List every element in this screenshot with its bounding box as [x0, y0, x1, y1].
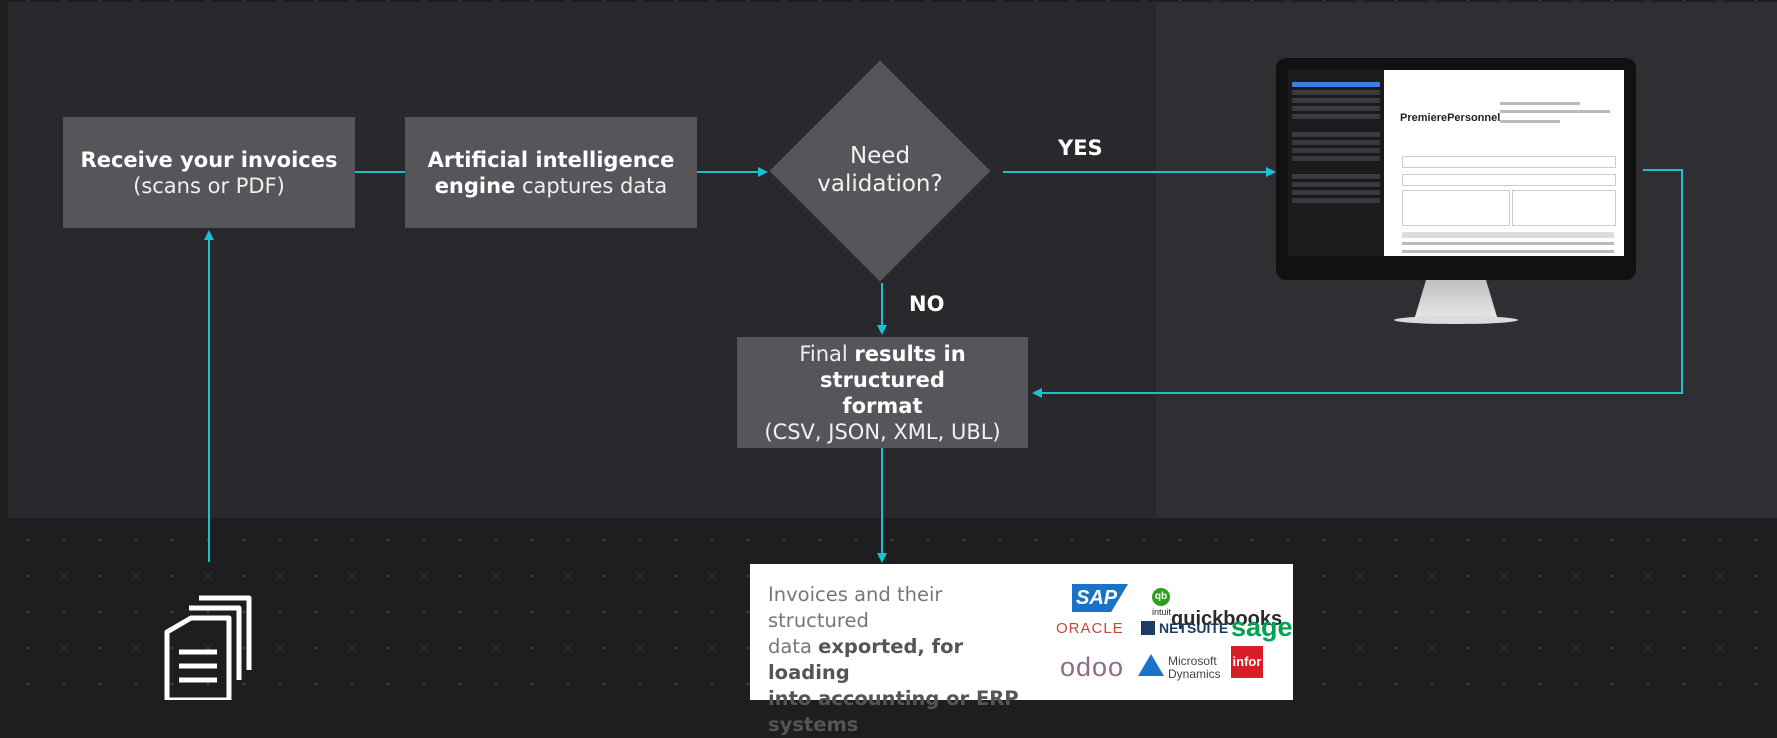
documents-icon — [164, 595, 252, 700]
results-bold1: results in structured — [820, 341, 966, 392]
decision-line1: Need — [849, 143, 911, 169]
receive-invoices-box: Receive your invoices (scans or PDF) — [63, 117, 355, 228]
export-description: Invoices and their structured data expor… — [768, 582, 1040, 738]
no-label: NO — [909, 292, 945, 316]
odoo-logo: odoo — [1060, 652, 1125, 682]
netsuite-word: NETSUITE — [1159, 620, 1229, 636]
company-logo: PremierePersonnel — [1400, 112, 1501, 124]
decision-line2: validation? — [817, 171, 943, 197]
app-sidebar — [1288, 70, 1384, 256]
ai-title: Artificial intelligence — [427, 147, 675, 172]
quickbooks-intuit: intuit — [1152, 607, 1172, 617]
results-prefix: Final — [799, 341, 855, 366]
decision-text: Need validation? — [780, 142, 980, 198]
export-line2-bold: exported, for loading — [768, 635, 964, 684]
invoice-document — [1392, 76, 1618, 253]
msdyn-line2: Dynamics — [1168, 667, 1221, 681]
msdyn-line1: Microsoft — [1168, 654, 1217, 668]
results-bold2: format — [842, 393, 923, 418]
sage-logo: sage — [1231, 612, 1293, 642]
export-line1: Invoices and their structured — [768, 583, 943, 632]
sap-logo: SAP — [1072, 584, 1128, 612]
export-line3-bold: into accounting or ERP — [768, 687, 1019, 710]
netsuite-logo: NETSUITE — [1141, 620, 1228, 636]
quickbooks-icon: qb — [1152, 588, 1170, 606]
quickbooks-word: quickbooks — [1171, 608, 1283, 630]
quickbooks-logo: qbintuitquickbooks — [1152, 584, 1293, 631]
monitor-stand — [1414, 280, 1498, 320]
structured-results-box: Final results in structured format (CSV,… — [737, 337, 1028, 448]
monitor-base — [1394, 316, 1518, 324]
export-line4-bold: systems — [768, 713, 859, 736]
monitor-screen: PremierePersonnel — [1276, 58, 1636, 280]
ai-rest: captures data — [515, 173, 668, 198]
infor-logo: infor — [1231, 646, 1263, 678]
monitor-icon: PremierePersonnel — [1276, 58, 1636, 340]
validation-app-screenshot: PremierePersonnel — [1288, 70, 1624, 256]
oracle-logo: ORACLE — [1056, 620, 1124, 637]
yes-label: YES — [1058, 136, 1103, 160]
ai-engine-box: Artificial intelligence engine captures … — [405, 117, 697, 228]
netsuite-icon — [1141, 621, 1155, 635]
receive-subtitle: (scans or PDF) — [133, 173, 285, 198]
receive-title: Receive your invoices — [80, 147, 338, 172]
microsoft-dynamics-logo: Microsoft Dynamics — [1138, 652, 1221, 681]
ai-engine-word: engine — [434, 173, 516, 198]
export-box: Invoices and their structured data expor… — [750, 564, 1293, 736]
results-formats: (CSV, JSON, XML, UBL) — [764, 419, 1001, 444]
export-line2-plain: data — [768, 635, 819, 658]
flow-arrows — [204, 167, 1683, 563]
arrow-monitor-to-results — [1032, 169, 1683, 398]
dynamics-icon — [1138, 654, 1164, 676]
